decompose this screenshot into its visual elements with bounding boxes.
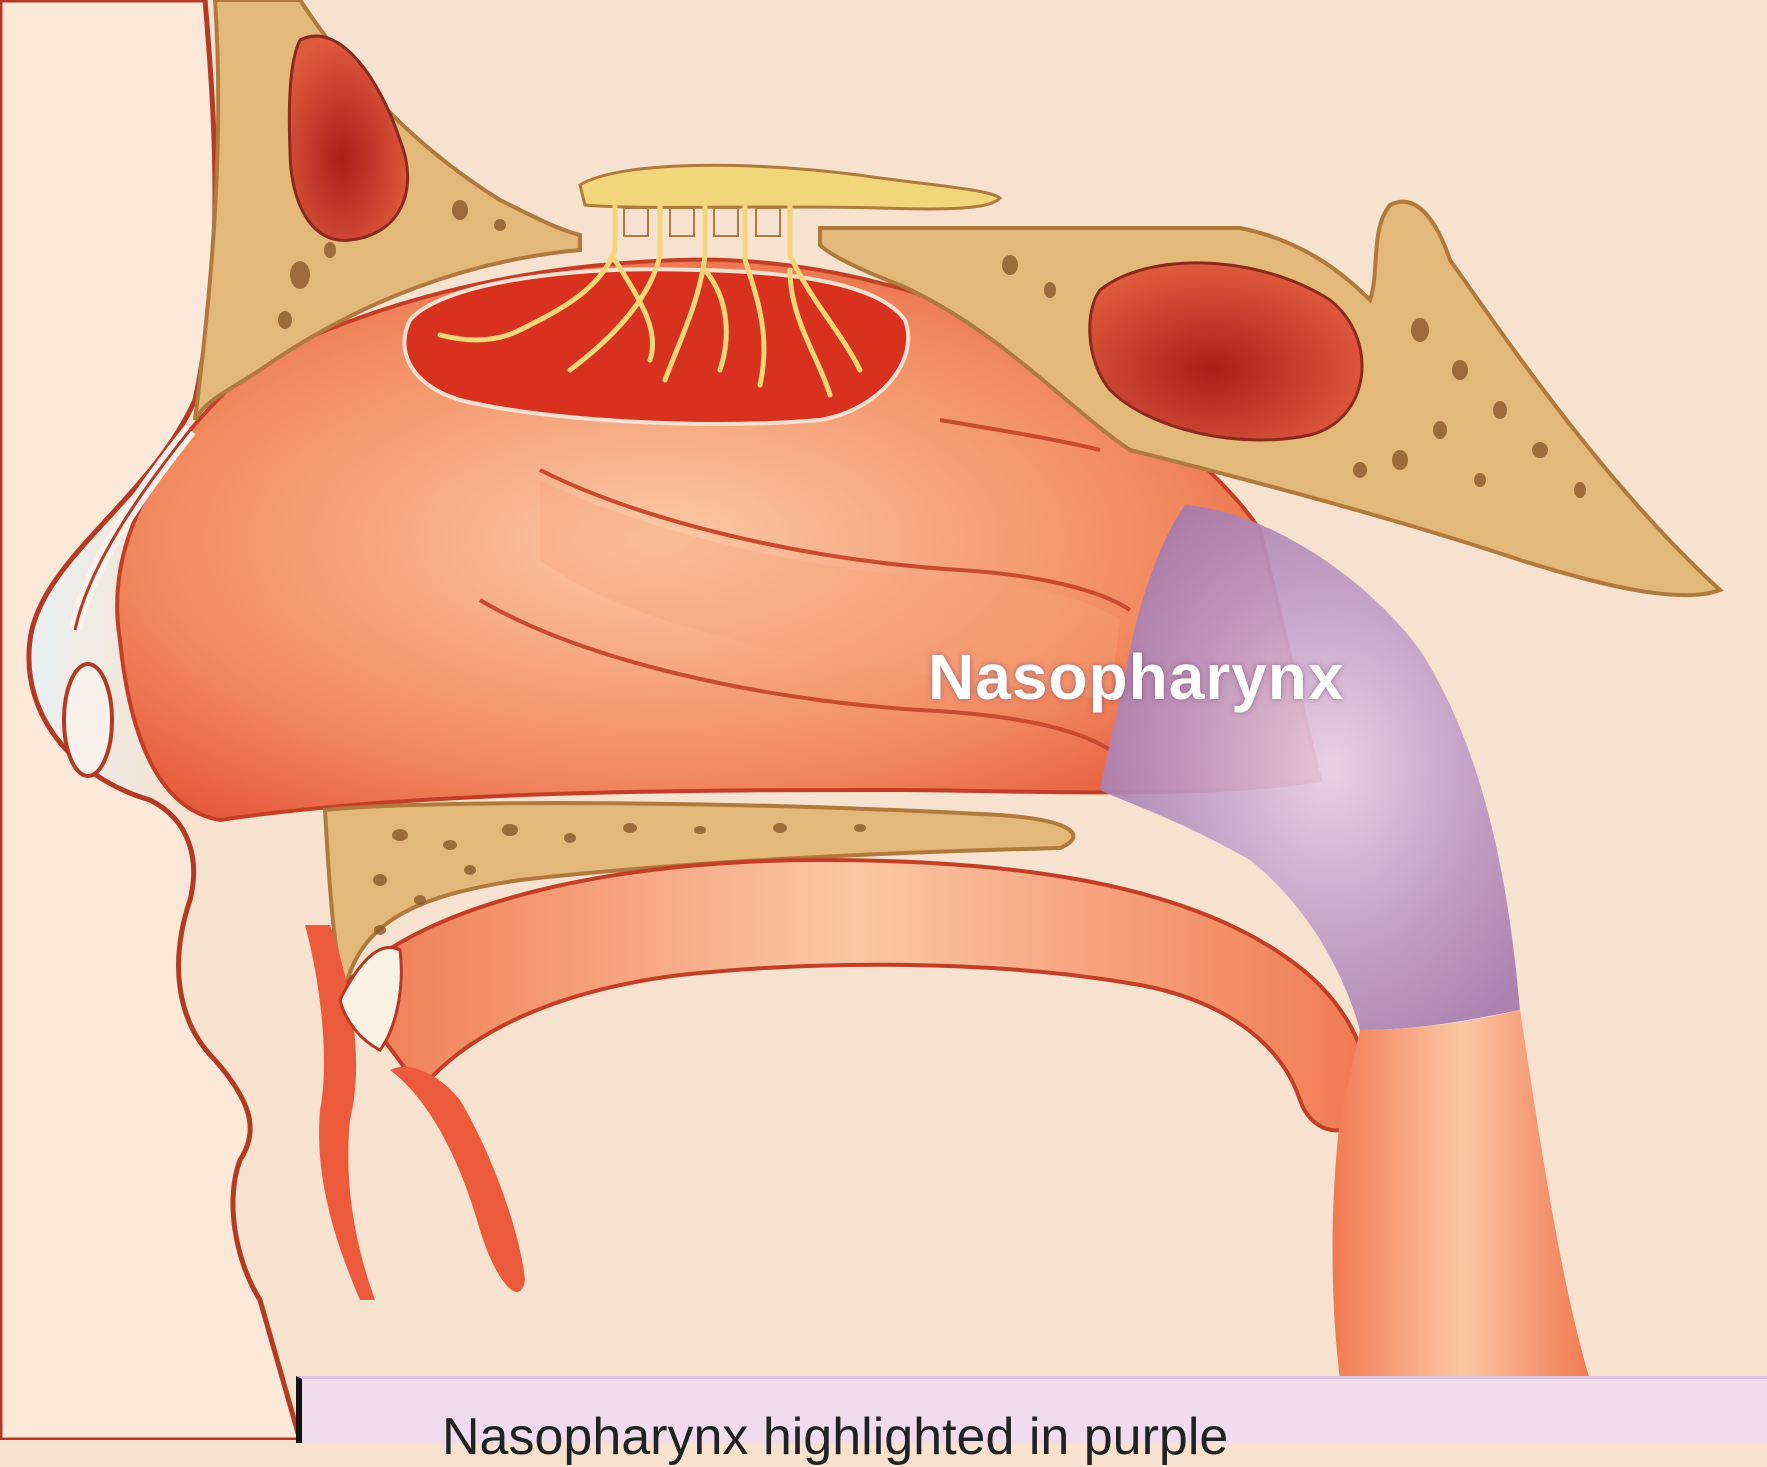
nostril-cartilage xyxy=(64,664,112,776)
pharynx-tube xyxy=(1333,1010,1591,1380)
lower-oral-tissue xyxy=(390,1067,525,1292)
frontal-sinus xyxy=(289,36,407,240)
caption-text: Nasopharynx highlighted in purple xyxy=(442,1407,1228,1467)
caption-bar: Nasopharynx highlighted in purple xyxy=(296,1376,1767,1443)
soft-palate xyxy=(340,860,1367,1130)
olfactory-bulb xyxy=(580,165,1000,209)
cribriform-plate xyxy=(624,208,780,236)
olfactory-mucosa xyxy=(404,269,908,424)
nasopharynx-label: Nasopharynx xyxy=(928,640,1344,714)
